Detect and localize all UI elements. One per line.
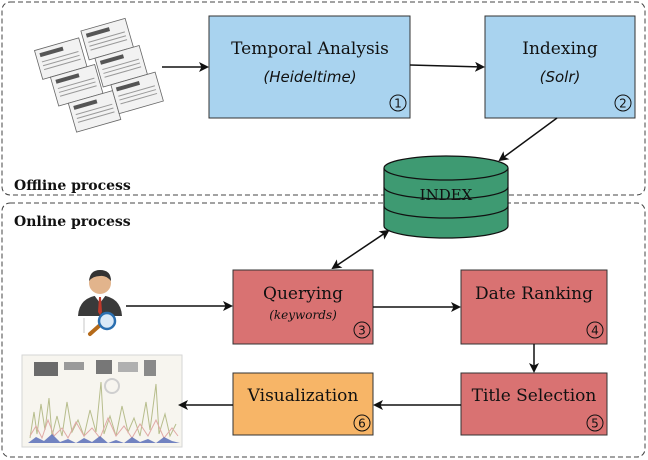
indexing-tool: (Solr) (540, 68, 581, 86)
indexing-title: Indexing (522, 39, 598, 59)
online-section-frame (1, 202, 646, 458)
indexing-box: Indexing (Solr) 2 (484, 15, 636, 119)
title-selection-title: Title Selection (472, 386, 597, 406)
arrow-temporal-to-indexing (409, 61, 485, 72)
step-number-6: 6 (358, 417, 366, 431)
arrow-indexing-to-index (498, 117, 558, 162)
step-number-4: 4 (591, 324, 599, 338)
temporal-analysis-title: Temporal Analysis (231, 39, 389, 59)
index-database: INDEX (383, 155, 509, 239)
date-ranking-box: Date Ranking 4 (460, 269, 608, 345)
timeline-chart-thumbnail (21, 354, 183, 448)
offline-section-label: Offline process (14, 178, 131, 194)
visualization-box: Visualization 6 (232, 372, 374, 436)
title-selection-box: Title Selection 5 (460, 372, 608, 436)
step-number-2: 2 (619, 97, 627, 111)
user-search-icon (78, 270, 122, 336)
visualization-title: Visualization (247, 386, 359, 406)
arrow-index-querying (331, 229, 390, 270)
index-label: INDEX (420, 186, 473, 204)
online-section-label: Online process (14, 214, 131, 230)
newspaper-stack-icon (33, 17, 164, 133)
querying-subtitle: (keywords) (269, 308, 337, 322)
step-number-5: 5 (591, 417, 599, 431)
querying-title: Querying (263, 284, 343, 304)
temporal-analysis-box: Temporal Analysis (Heideltime) 1 (208, 15, 411, 119)
step-number-3: 3 (358, 324, 366, 338)
step-number-1: 1 (394, 97, 402, 111)
temporal-analysis-tool: (Heideltime) (263, 68, 356, 86)
querying-box: Querying (keywords) 3 (232, 269, 374, 345)
date-ranking-title: Date Ranking (475, 284, 593, 304)
offline-section-frame (1, 1, 646, 196)
